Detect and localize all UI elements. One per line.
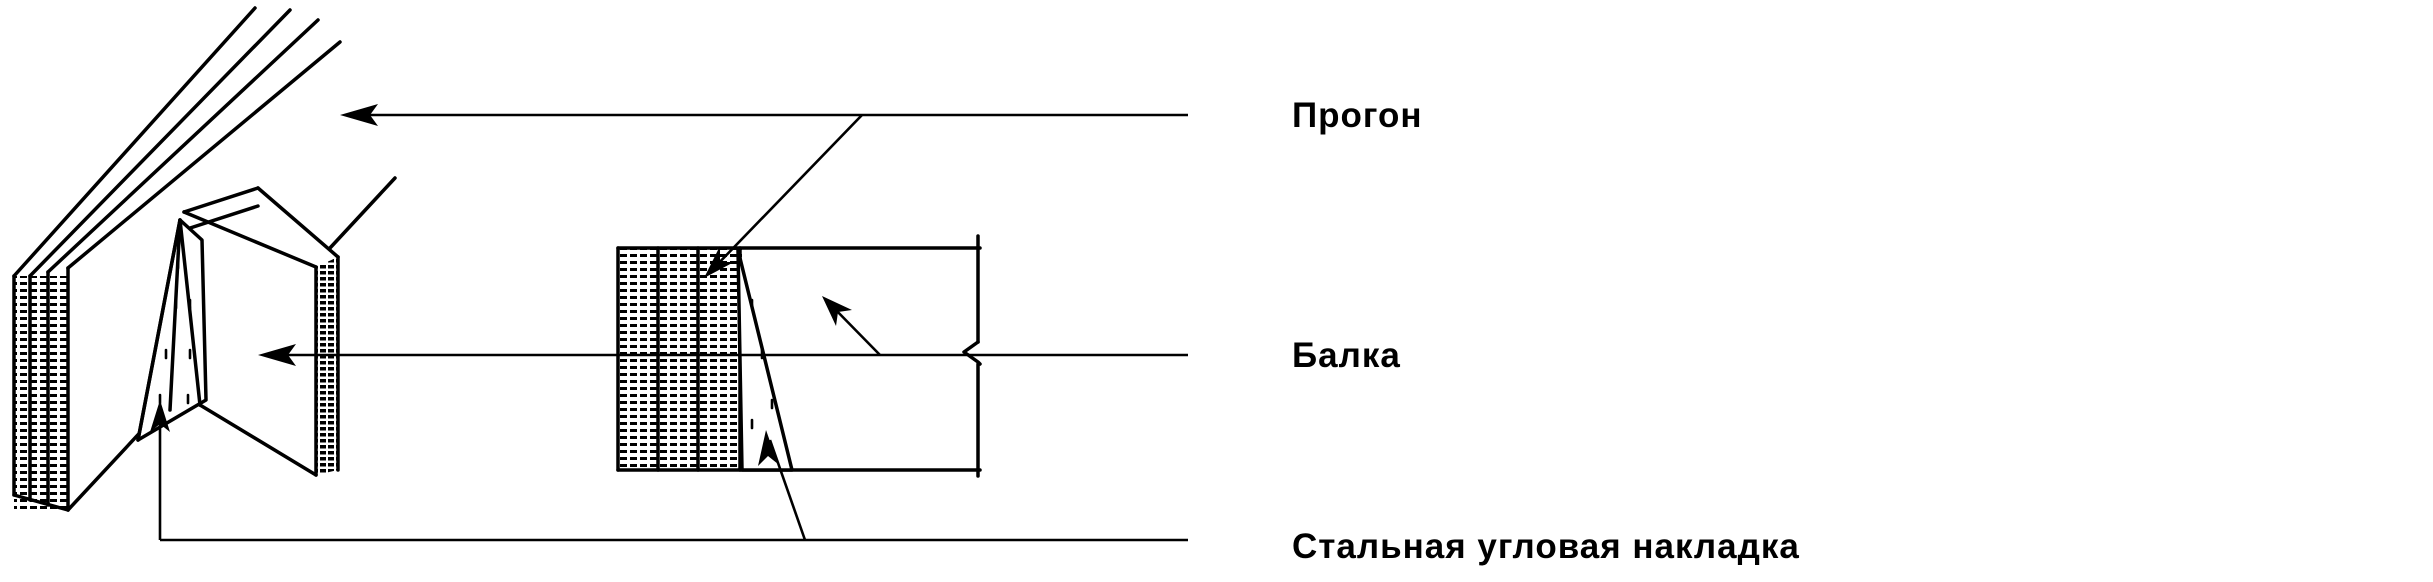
purlin-section xyxy=(616,246,742,472)
label-beam: Балка xyxy=(1292,336,1401,375)
section-view xyxy=(616,234,982,478)
isometric-view xyxy=(12,6,397,512)
purlin-end-face xyxy=(12,266,70,512)
label-steel-angle-plate: Стальная угловая накладка xyxy=(1292,527,1800,566)
angle-plate-iso xyxy=(136,218,208,442)
beam-section xyxy=(616,234,982,478)
label-purlin: Прогон xyxy=(1292,96,1423,135)
leader-lines xyxy=(150,104,1188,542)
beam-block xyxy=(182,176,397,477)
